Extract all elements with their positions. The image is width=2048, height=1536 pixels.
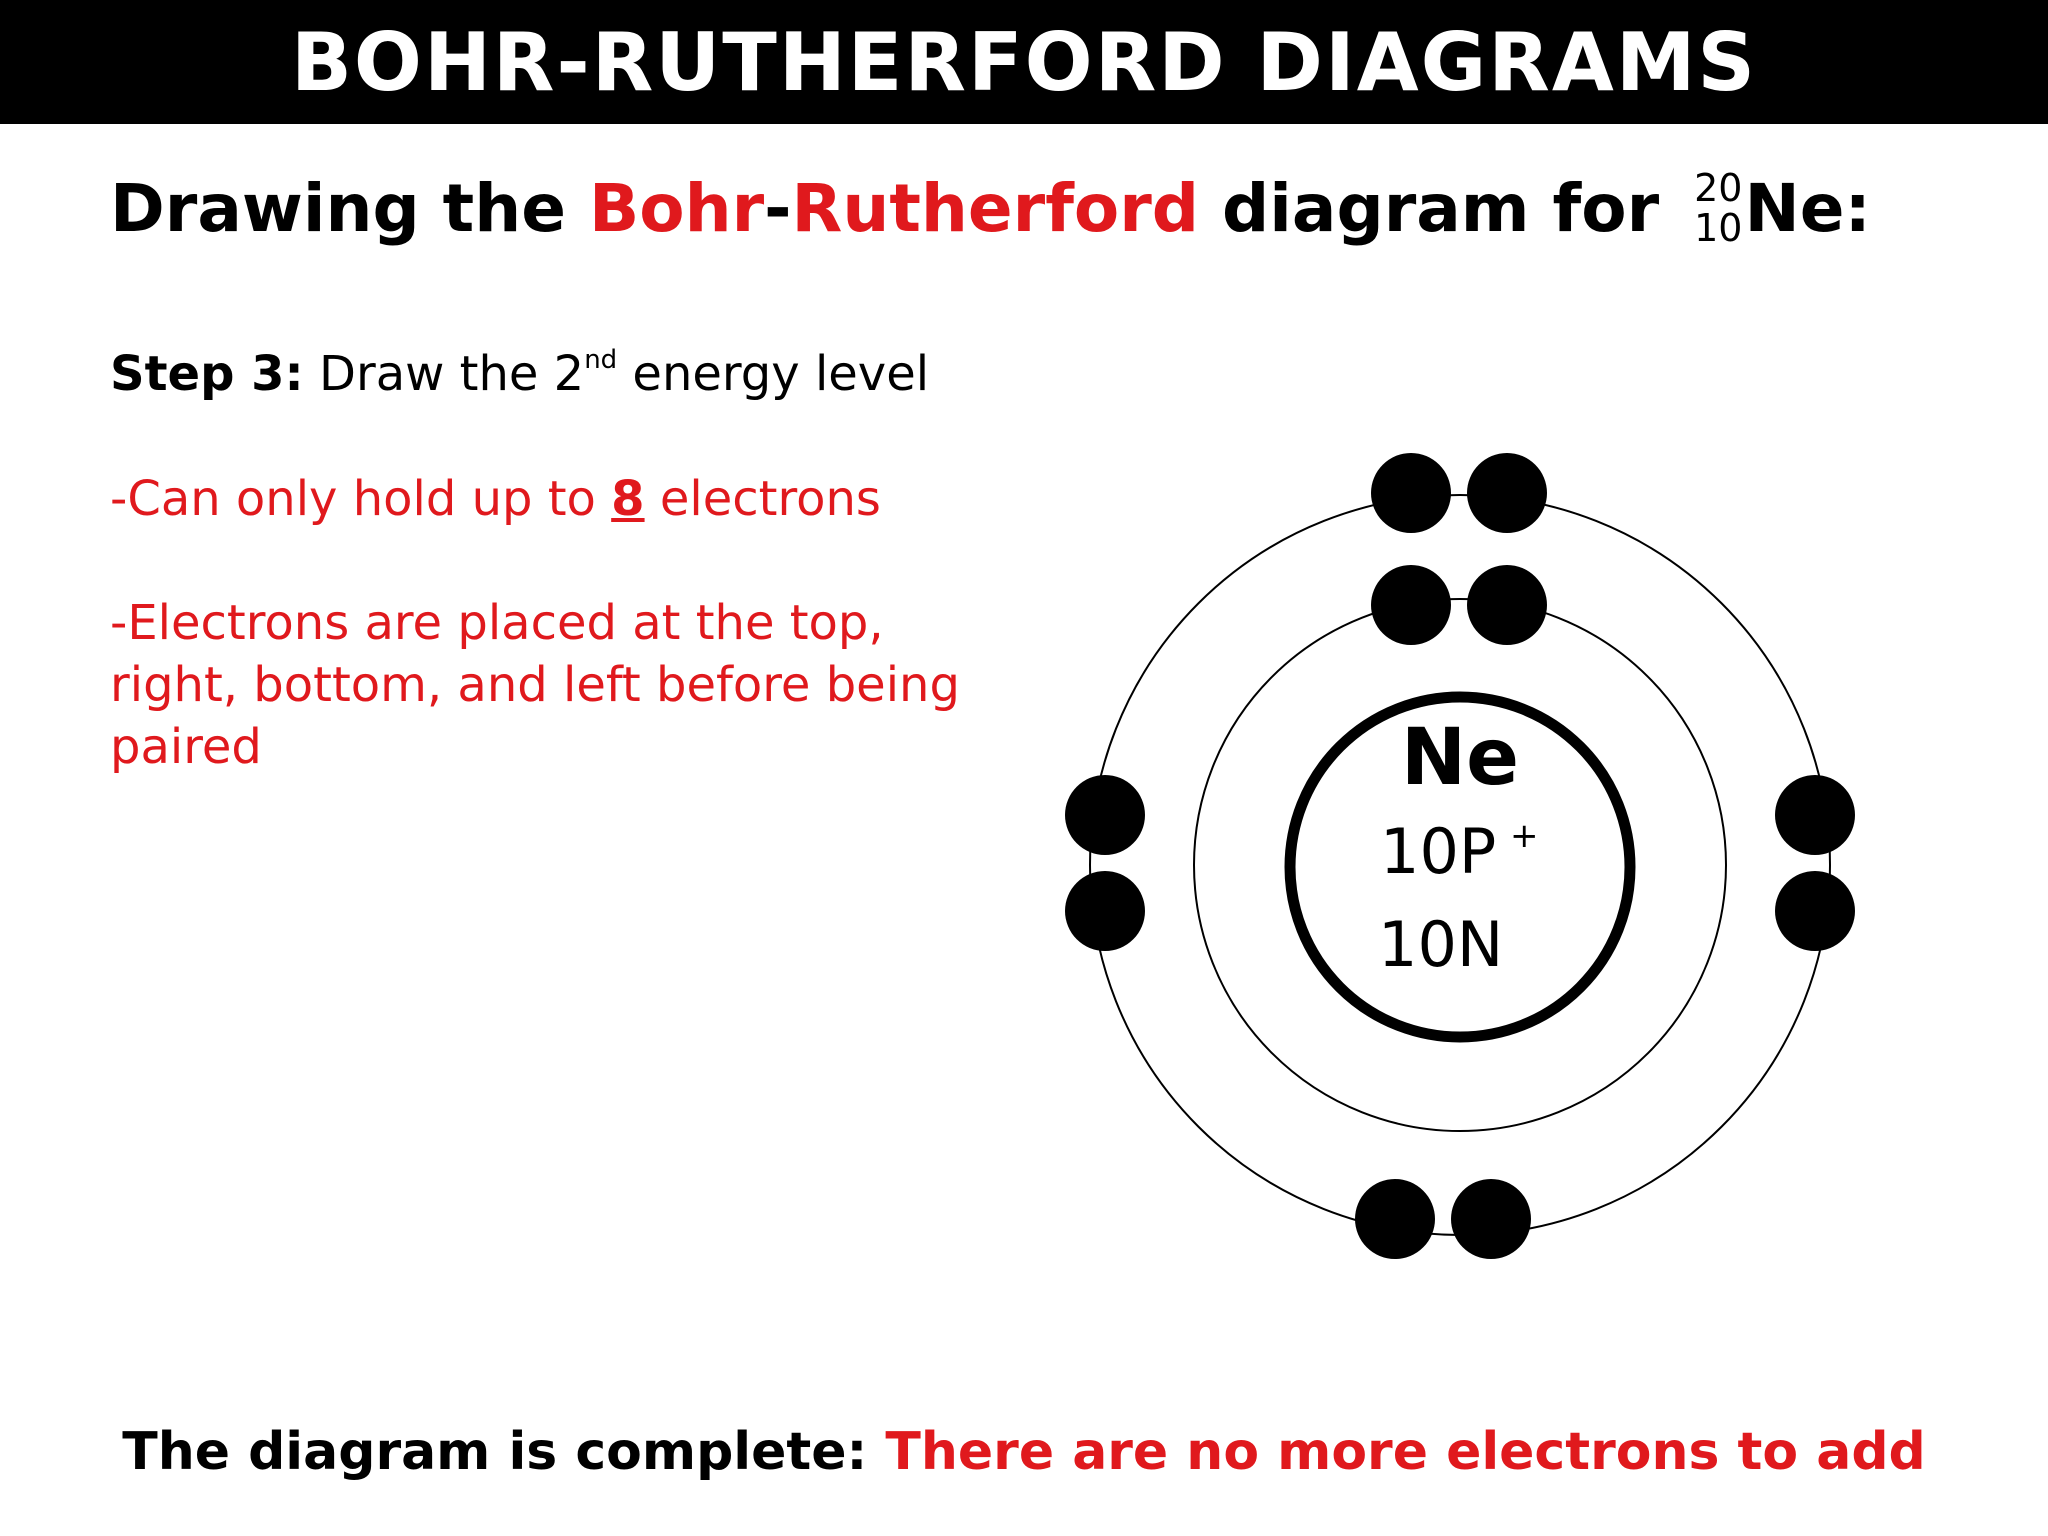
- step-instruction: Step 3: Draw the 2nd energy level: [110, 345, 929, 402]
- proton-count: 10P: [1380, 815, 1496, 888]
- mass-number: 20: [1694, 166, 1743, 210]
- element-symbol: Ne:: [1744, 169, 1871, 247]
- step-text-after: energy level: [617, 346, 930, 402]
- step-label: Step 3:: [110, 346, 304, 402]
- inner-shell: [1193, 598, 1727, 1132]
- nucleus: [1284, 691, 1636, 1043]
- nucleus-symbol: Ne: [1401, 713, 1519, 803]
- electron: [1371, 565, 1451, 645]
- footer-text-2: There are no more electrons to add: [885, 1422, 1926, 1482]
- subtitle-dash: -: [764, 169, 792, 247]
- placement-note: -Electrons are placed at the top, right,…: [110, 595, 960, 775]
- proton-charge: +: [1510, 816, 1539, 856]
- electron: [1355, 1179, 1435, 1259]
- step-ordinal-suffix: nd: [584, 345, 618, 375]
- capacity-text-after: electrons: [644, 471, 881, 527]
- electron: [1467, 453, 1547, 533]
- footer-text-1: The diagram is complete:: [122, 1422, 886, 1482]
- header-bar: BOHR-RUTHERFORD DIAGRAMS: [0, 0, 2048, 124]
- page-title: BOHR-RUTHERFORD DIAGRAMS: [290, 15, 1758, 109]
- capacity-text-before: -Can only hold up to: [110, 471, 612, 527]
- atomic-number: 10: [1694, 206, 1743, 250]
- capacity-number: 8: [611, 471, 645, 527]
- step-text-before: Draw the 2: [303, 346, 585, 402]
- electron: [1065, 775, 1145, 855]
- footer-conclusion: The diagram is complete: There are no mo…: [0, 1422, 2048, 1482]
- subtitle-text-2: diagram for: [1199, 169, 1683, 247]
- subtitle: Drawing the Bohr - Rutherford diagram fo…: [110, 168, 1871, 248]
- electron: [1371, 453, 1451, 533]
- electron: [1775, 775, 1855, 855]
- subtitle-highlight-rutherford: Rutherford: [791, 169, 1200, 247]
- capacity-note: -Can only hold up to 8 electrons: [110, 468, 881, 530]
- electron: [1451, 1179, 1531, 1259]
- isotope-notation: 20 10: [1694, 168, 1742, 248]
- electron: [1065, 871, 1145, 951]
- subtitle-text-1: Drawing the: [110, 169, 589, 247]
- neutron-count: 10N: [1378, 908, 1503, 981]
- electron: [1775, 871, 1855, 951]
- subtitle-highlight-bohr: Bohr: [588, 169, 765, 247]
- electron: [1467, 565, 1547, 645]
